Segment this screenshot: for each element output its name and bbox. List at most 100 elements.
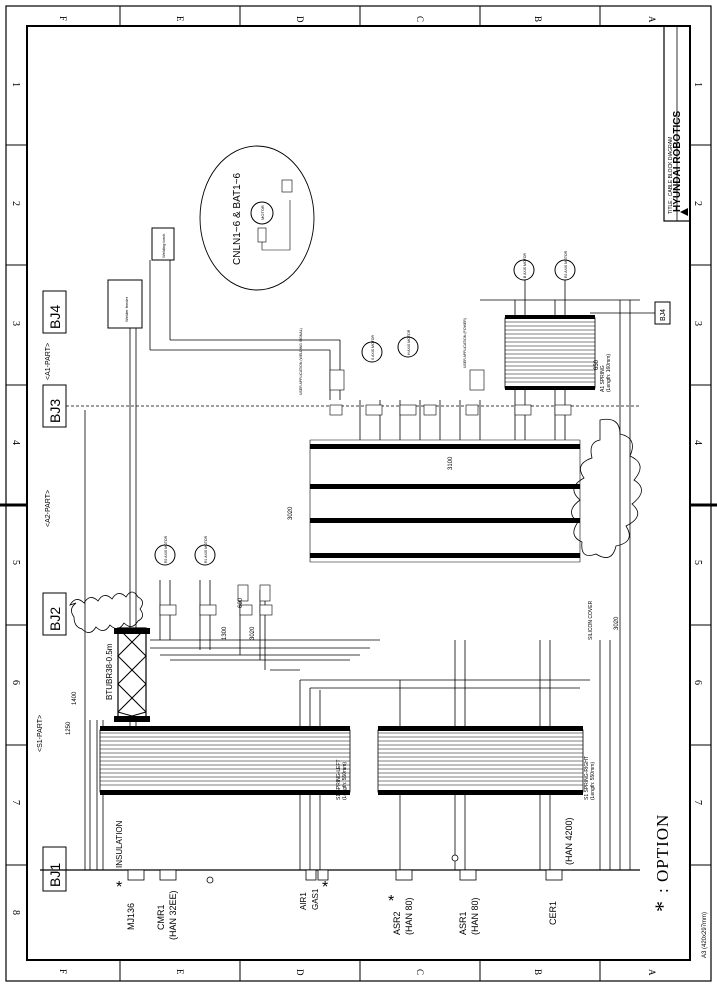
asr2-star: * [388, 893, 394, 910]
motor-5-icon [513, 259, 535, 281]
silicon-cover-cloud [571, 418, 642, 558]
bj4-box [42, 290, 67, 334]
welding-torch-box [151, 227, 175, 261]
spring-right-length: (Length: 550mm) [590, 762, 596, 800]
zone-5-left: 5 [10, 560, 21, 565]
a1-hatch [505, 321, 595, 383]
zone-2-right: 2 [692, 201, 703, 206]
han4200-label: (HAN 4200) [564, 817, 574, 865]
welder-feeder-box [107, 279, 143, 329]
motor-4-label: H AXIS MOTOR [407, 329, 411, 355]
asr2-sub-label: (HAN 80) [404, 897, 414, 935]
zone-letters: F E D C B A F E D C B A [58, 16, 657, 976]
connector-blocks [159, 369, 572, 616]
dim-1300: 1300 [222, 626, 228, 640]
asr1-sub-label: (HAN 80) [470, 897, 480, 935]
zone-b-bottom: B [533, 969, 543, 975]
zone-f-bottom: F [58, 969, 68, 974]
motor-6-label: R2 AXIS MOTOR [564, 250, 568, 278]
silicon-cover-label: SILICON COVER [588, 600, 594, 640]
insulation-label: INSULATION [115, 820, 124, 868]
zone-d-bottom: D [295, 969, 305, 976]
zone-3-right: 3 [692, 321, 703, 326]
junction-boxes: BJ1 BJ2 BJ3 BJ4 BJ4 [42, 290, 671, 892]
cmr1-label: CMR1 [156, 904, 166, 930]
mj136-star: * [116, 879, 122, 896]
a2-bars [310, 444, 580, 558]
company-logo-icon [680, 208, 688, 216]
cer1-label: CER1 [548, 901, 558, 925]
mj136-label: MJ136 [126, 903, 136, 930]
welder-feeder-label: Welder feeder [124, 296, 129, 322]
dim-3020-a: 3020 [288, 506, 294, 520]
title-block: HYUNDAI ROBOTICS TITLE : CABLE BLOCK DIA… [663, 25, 691, 222]
zone-6-right: 6 [692, 680, 703, 685]
gas1-label: GAS1 [311, 888, 320, 910]
spring-right-label: S1 SPRING-RIGHT [584, 756, 590, 800]
zone-5-right: 5 [692, 560, 703, 565]
zone-c-top: C [415, 16, 425, 22]
outer-border [5, 5, 712, 982]
dim-3020-c: 3020 [614, 616, 620, 630]
cnln-motor-label: MOTOR [260, 205, 265, 220]
spring-hatching [100, 732, 583, 786]
btubr-label: BTUBR38-0.5m [105, 643, 114, 700]
s1-part-label: <S1-PART> [37, 715, 44, 752]
motor-3-label: S AXIS MOTOR [371, 335, 375, 360]
user-app-power: USER APPLICATION (POWER) [463, 318, 467, 368]
zone-4-right: 4 [692, 440, 703, 445]
a1-part-label: <A1-PART> [45, 343, 52, 380]
asr1-label: ASR1 [458, 911, 468, 935]
motor-1-label: R2 AXIS MOTOR [164, 535, 168, 563]
zone-b-top: B [533, 16, 543, 22]
zone-e-top: E [175, 16, 185, 22]
zone-f-top: F [58, 16, 68, 21]
dim-1250: 1250 [66, 721, 72, 735]
bj4-label: BJ4 [47, 305, 63, 329]
zone-1-right: 1 [692, 82, 703, 87]
drawing-title: TITLE : CABLE BLOCK DIAGRAM [668, 137, 674, 214]
motor-6-icon [554, 259, 576, 281]
spring-left-label: S1 SPRING-LEFT [336, 759, 342, 800]
zone-7-left: 7 [10, 800, 21, 805]
zone-7-right: 7 [692, 800, 703, 805]
cmr1-sub-label: (HAN 32EE) [168, 890, 178, 940]
sheet-size: A3 (420x297mm) [702, 912, 708, 958]
user-app-welding: USER APPLICATION (WELDING SIGNAL) [299, 328, 303, 395]
inner-border [26, 25, 691, 961]
gas1-star: * [322, 879, 328, 896]
air1-label: AIR1 [299, 892, 308, 910]
s1-spring-left [99, 726, 351, 795]
a1-spring-block [504, 315, 596, 390]
bj3-label: BJ3 [47, 399, 63, 423]
dim-650: 650 [594, 359, 600, 370]
zone-ticks [0, 6, 717, 981]
motor-3-icon [361, 341, 383, 363]
zone-3-left: 3 [10, 321, 21, 326]
s1-spring-right [377, 726, 584, 795]
zone-1-left: 1 [10, 82, 21, 87]
dim-600: 600 [238, 597, 244, 608]
a1-spring-label: A1 SPRING [600, 365, 606, 392]
zone-2-left: 2 [10, 201, 21, 206]
bj1-label: BJ1 [47, 863, 63, 887]
motor-4-icon [397, 336, 419, 358]
spring-left-length: (Length: 550mm) [342, 762, 348, 800]
bj2-box [42, 592, 67, 636]
cnln-motor-icon [250, 201, 274, 225]
dim-3020-b: 3020 [250, 626, 256, 640]
a2-part-label: <A2-PART> [45, 490, 52, 527]
motors: R2 AXIS MOTOR R1 AXIS MOTOR S AXIS MOTOR… [154, 250, 576, 566]
motor-2-icon [194, 544, 216, 566]
cnln-bubble [199, 145, 315, 291]
motor-1-icon [154, 544, 176, 566]
option-text: : OPTION [653, 814, 672, 893]
asr2-label: ASR2 [392, 911, 402, 935]
zone-d-top: D [295, 16, 305, 23]
company-name: HYUNDAI ROBOTICS [672, 111, 683, 212]
cnln-label: CNLN1~6 & BAT1~6 [232, 172, 243, 265]
a1-spring-length: (Length: 160mm) [606, 354, 612, 392]
zone-6-left: 6 [10, 680, 21, 685]
bj1-box [42, 846, 67, 892]
